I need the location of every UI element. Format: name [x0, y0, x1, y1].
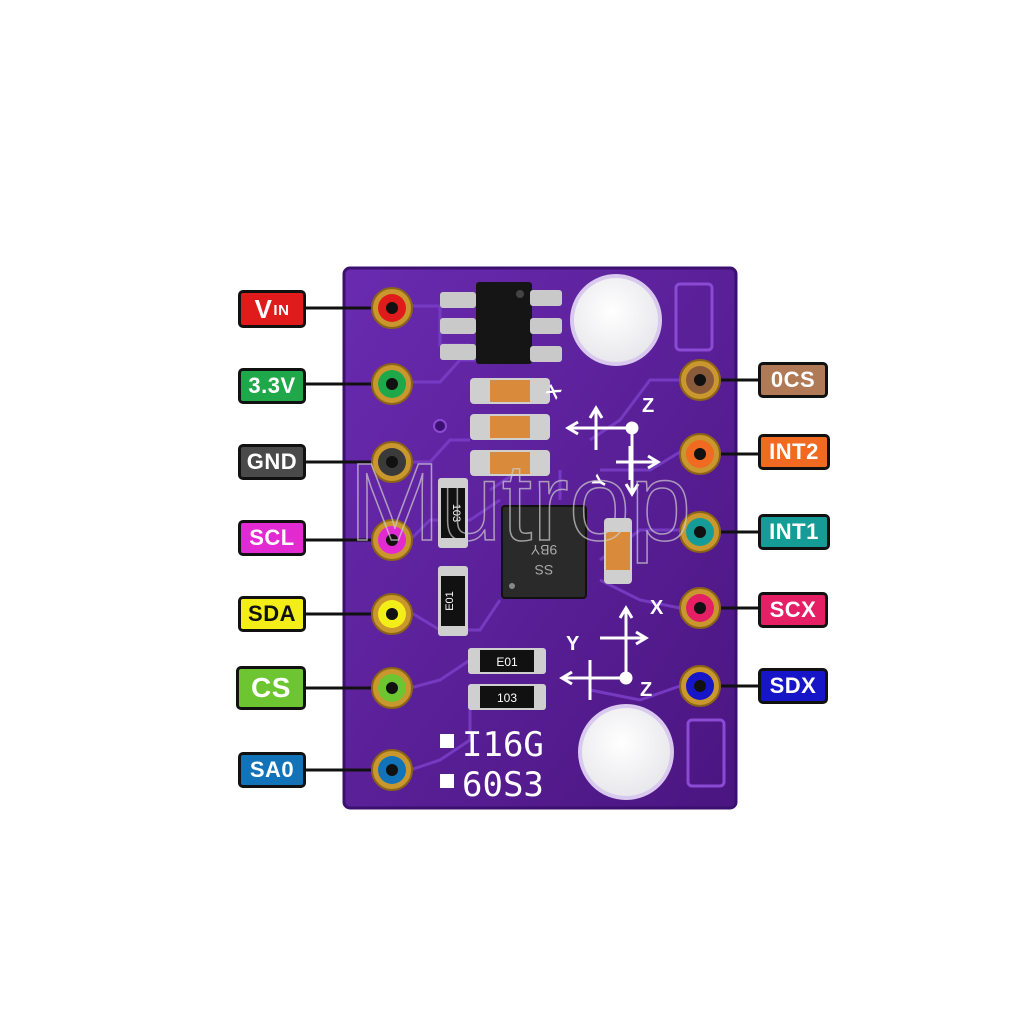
resistor-code-c: E01	[496, 655, 518, 669]
silk-line-1: I16G	[462, 725, 544, 765]
pin-label-vin-main: V	[254, 293, 273, 324]
mounting-hole-top	[570, 274, 662, 366]
resistor-code-b: E01	[444, 591, 456, 611]
pin-label-vin-sub: IN	[273, 302, 290, 319]
resistor-vertical-1: 103	[438, 478, 468, 548]
pin-pad-int2	[679, 433, 758, 475]
pin-label-int1: INT1	[758, 514, 830, 550]
pin-pad-sa0	[306, 749, 413, 791]
silk-square-2	[440, 774, 454, 788]
corner-mark-bottom	[686, 718, 726, 788]
mounting-hole-bottom	[578, 704, 674, 800]
left-pin-pads	[306, 287, 413, 791]
pin-label-sda: SDA	[238, 596, 306, 632]
via	[433, 419, 447, 433]
resistor-code-a: 103	[450, 504, 462, 522]
axis-label-top-z: Z	[642, 395, 654, 417]
pin-pad-sdx	[679, 665, 758, 707]
silk-square-1	[440, 734, 454, 748]
resistor-horizontal-2: 103	[468, 684, 546, 710]
regulator-chip	[440, 282, 562, 364]
right-pin-pads	[679, 359, 758, 707]
resistor-code-d: 103	[497, 691, 517, 705]
pin-label-sdx: SDX	[758, 668, 828, 704]
pin-label-3v3: 3.3V	[238, 368, 306, 404]
silk-line-2: 60S3	[462, 765, 544, 805]
pin-pad-cs	[306, 667, 413, 709]
axis-indicator-bottom	[559, 605, 649, 700]
capacitor-1	[470, 378, 550, 404]
axis-indicator-top	[565, 405, 661, 497]
pin-label-sa0: SA0	[238, 752, 306, 788]
corner-mark-top	[674, 282, 714, 352]
pin-pad-sda	[306, 593, 413, 635]
chip-marking-1: 9BY	[530, 542, 557, 558]
pin-label-cs: CS	[236, 666, 306, 710]
capacitor-2	[470, 414, 550, 440]
pin-label-gnd: GND	[238, 444, 306, 480]
pin-pad-3v3	[306, 363, 413, 405]
pin-pad-int1	[679, 511, 758, 553]
pin-pad-gnd	[306, 441, 413, 483]
capacitor-4	[604, 518, 632, 584]
pin-label-0cs: 0CS	[758, 362, 828, 398]
axis-label-bottom-y: Y	[566, 633, 580, 655]
pin-label-scl: SCL	[238, 520, 306, 556]
pin-pad-vin	[306, 287, 413, 329]
resistor-horizontal-1: E01	[468, 648, 546, 674]
watermark: Mutrop	[349, 441, 691, 564]
chip-marking-2: SS	[535, 562, 554, 578]
pin-label-int2: INT2	[758, 434, 830, 470]
pin-pad-scl	[306, 519, 413, 561]
sensor-chip: 9BY SS	[501, 505, 587, 599]
pin-pad-ocs	[679, 359, 758, 401]
resistor-vertical-2: E01	[438, 566, 468, 636]
axis-label-bottom-z: Z	[640, 679, 652, 701]
pin-pad-scx	[679, 587, 758, 629]
pin-label-scx: SCX	[758, 592, 828, 628]
axis-label-bottom-x: X	[650, 597, 664, 619]
capacitor-3	[470, 450, 550, 476]
